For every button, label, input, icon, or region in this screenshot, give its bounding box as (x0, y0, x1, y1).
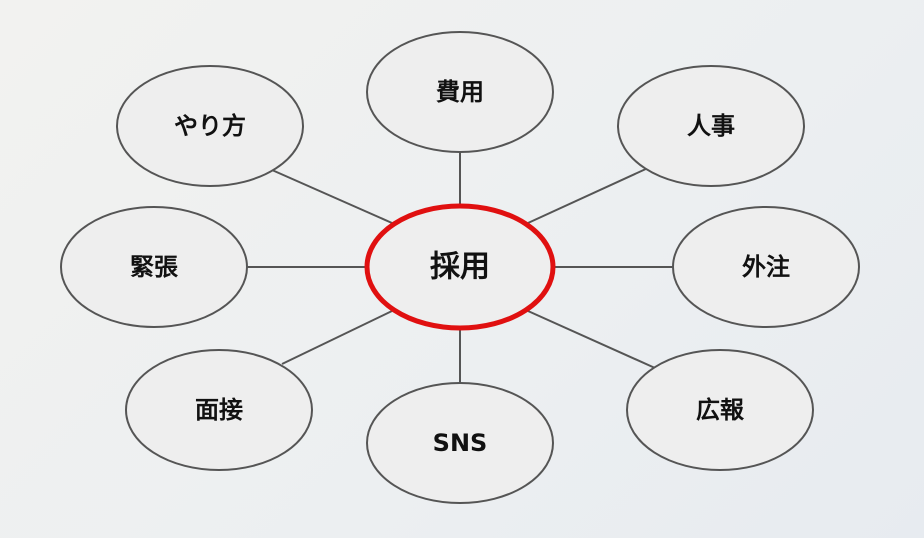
branch-node-outline (60, 206, 248, 328)
center-node: 採用 (364, 203, 556, 331)
branch-node-label: 外注 (742, 253, 790, 281)
branch-node-label: 費用 (436, 78, 484, 106)
center-node-outline (364, 203, 556, 331)
connector-line-jinji (527, 167, 649, 224)
branch-node-kouhou: 広報 (626, 349, 814, 471)
connector-line-yarikata (271, 169, 393, 224)
connector-line-mensetsu (281, 310, 393, 365)
branch-node-sns: SNS (366, 382, 554, 504)
center-node-label: 採用 (430, 250, 490, 285)
branch-node-label: 人事 (687, 112, 735, 140)
branch-node-outline (672, 206, 860, 328)
branch-node-label: 面接 (195, 396, 243, 424)
branch-node-yarikata: やり方 (116, 65, 304, 187)
branch-node-hiyou: 費用 (366, 31, 554, 153)
branch-node-label: SNS (433, 429, 488, 457)
branch-node-outline (366, 382, 554, 504)
branch-node-outline (116, 65, 304, 187)
mind-map-nodes: 採用 費用 人事 外注 広報 SNS 面接 緊張 (60, 31, 860, 504)
branch-node-outline (366, 31, 554, 153)
connector-line-kouhou (527, 310, 656, 369)
branch-node-outline (626, 349, 814, 471)
connector-lines (247, 152, 673, 383)
branch-node-label: やり方 (174, 112, 246, 140)
branch-node-outline (125, 349, 313, 471)
branch-node-kinchou: 緊張 (60, 206, 248, 328)
branch-node-label: 広報 (696, 396, 745, 424)
branch-node-mensetsu: 面接 (125, 349, 313, 471)
branch-node-outline (617, 65, 805, 187)
branch-node-gaichuu: 外注 (672, 206, 860, 328)
branch-node-label: 緊張 (130, 253, 179, 281)
branch-node-jinji: 人事 (617, 65, 805, 187)
